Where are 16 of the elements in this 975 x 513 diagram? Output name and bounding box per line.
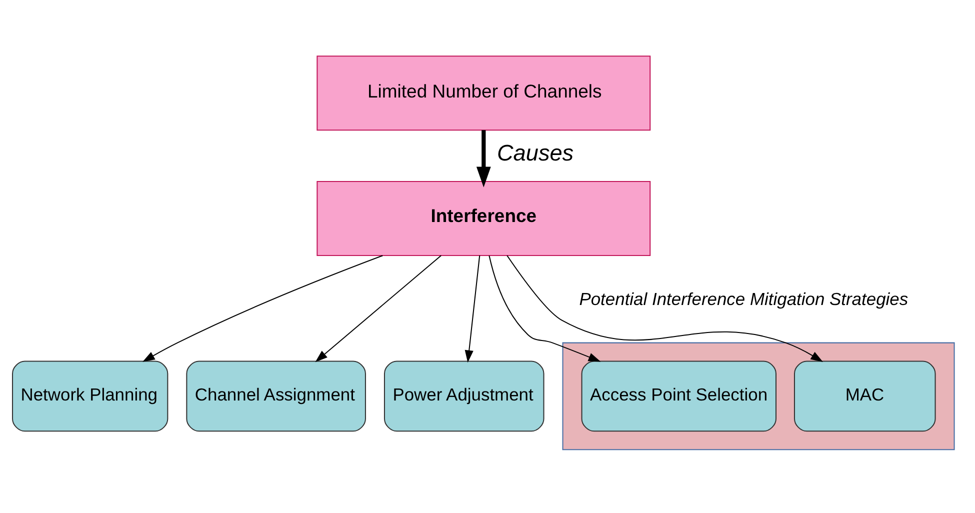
- node-box: Access Point Selection: [581, 360, 776, 432]
- node-box: Interference: [316, 180, 651, 256]
- node-box: MAC: [794, 360, 936, 432]
- node-box: Power Adjustment: [384, 360, 544, 432]
- arrow: [315, 254, 442, 362]
- node-box: Network Planning: [12, 360, 168, 432]
- arrow: [142, 254, 383, 362]
- cluster: [562, 342, 955, 450]
- arrow: [488, 255, 601, 362]
- node-box: Limited Number of Channels: [316, 55, 651, 130]
- arrow: [506, 254, 824, 362]
- edge-label: Causes: [497, 140, 574, 166]
- node-box: Channel Assignment: [186, 360, 366, 432]
- label: Potential Interference Mitigation Strategies: [579, 288, 908, 308]
- arrow: [476, 130, 491, 187]
- arrow: [464, 254, 480, 362]
